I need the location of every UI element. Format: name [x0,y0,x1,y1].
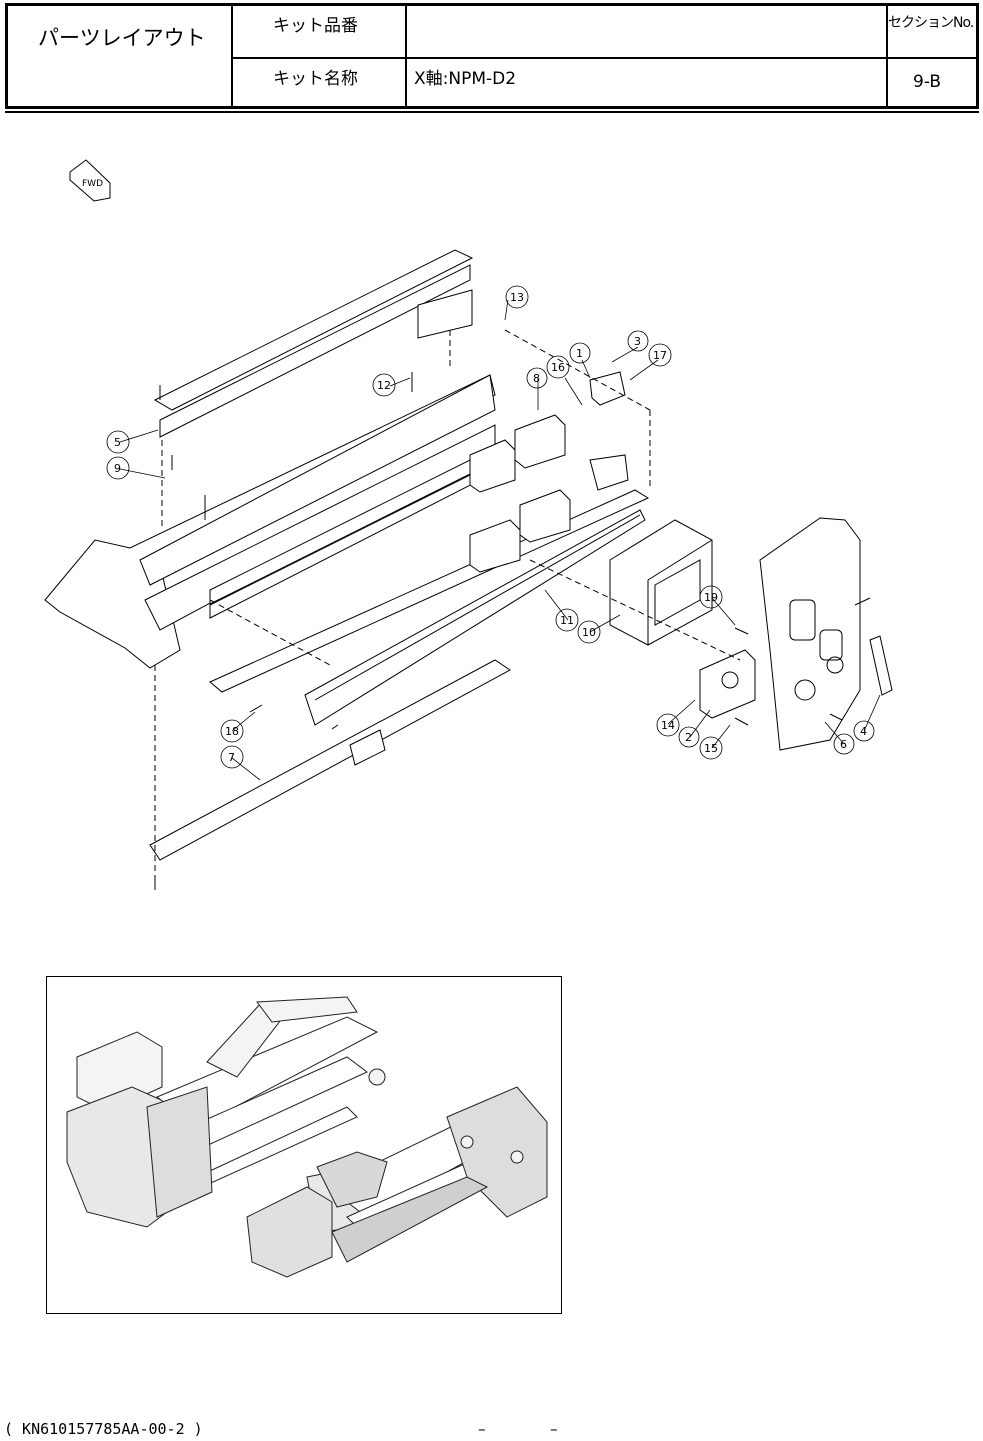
callout-15: 15 [700,737,722,759]
kit-name-value: X軸:NPM-D2 [414,64,516,89]
svg-text:11: 11 [560,614,574,627]
svg-text:12: 12 [377,379,391,392]
fwd-arrow-icon: FWD [70,160,110,201]
callout-9: 9 [107,457,129,479]
svg-text:13: 13 [510,291,524,304]
svg-text:1: 1 [576,347,583,360]
svg-text:14: 14 [661,719,675,732]
svg-text:17: 17 [653,349,667,362]
page-number-dash-right: – [550,1420,558,1438]
assembly-render-image [47,977,562,1314]
callout-17: 17 [649,344,671,366]
section-value: 9-B [913,72,941,92]
svg-text:5: 5 [114,436,121,449]
svg-text:8: 8 [533,372,540,385]
fwd-label: FWD [82,179,103,189]
svg-text:2: 2 [685,731,692,744]
kit-number-label: キット品番 [273,11,358,36]
divider [231,57,976,59]
svg-text:15: 15 [704,742,718,755]
exploded-parts-drawing: FWD [0,150,983,910]
svg-text:18: 18 [225,725,239,738]
callout-13: 13 [506,286,528,308]
header-table: パーツレイアウト キット品番 キット名称 X軸:NPM-D2 セクションNo. … [5,3,979,109]
callout-10: 10 [578,621,600,643]
callout-6: 6 [834,734,854,754]
svg-text:6: 6 [840,738,847,751]
kit-name-label: キット名称 [273,64,358,89]
svg-text:4: 4 [860,725,867,738]
callout-7: 7 [221,746,243,768]
assembly-photo [46,976,562,1314]
svg-text:19: 19 [704,591,718,604]
callout-14: 14 [657,714,679,736]
divider [405,6,407,106]
callout-11: 11 [556,609,578,631]
svg-text:10: 10 [582,626,596,639]
divider [5,111,979,113]
callout-2: 2 [679,727,699,747]
document-code: ( KN610157785AA-00-2 ) [4,1420,203,1438]
svg-text:9: 9 [114,462,121,475]
divider [231,6,233,106]
callout-5: 5 [107,431,129,453]
svg-text:16: 16 [551,361,565,374]
svg-text:7: 7 [228,751,235,764]
callout-3: 3 [628,331,648,351]
callout-8: 8 [527,368,547,388]
page-number-dash-left: – [478,1420,486,1438]
callout-4: 4 [854,721,874,741]
svg-text:3: 3 [634,335,641,348]
callout-1: 1 [570,343,590,363]
page-title: パーツレイアウト [38,22,206,52]
callout-18: 18 [221,720,243,742]
section-label: セクションNo. [888,12,973,32]
